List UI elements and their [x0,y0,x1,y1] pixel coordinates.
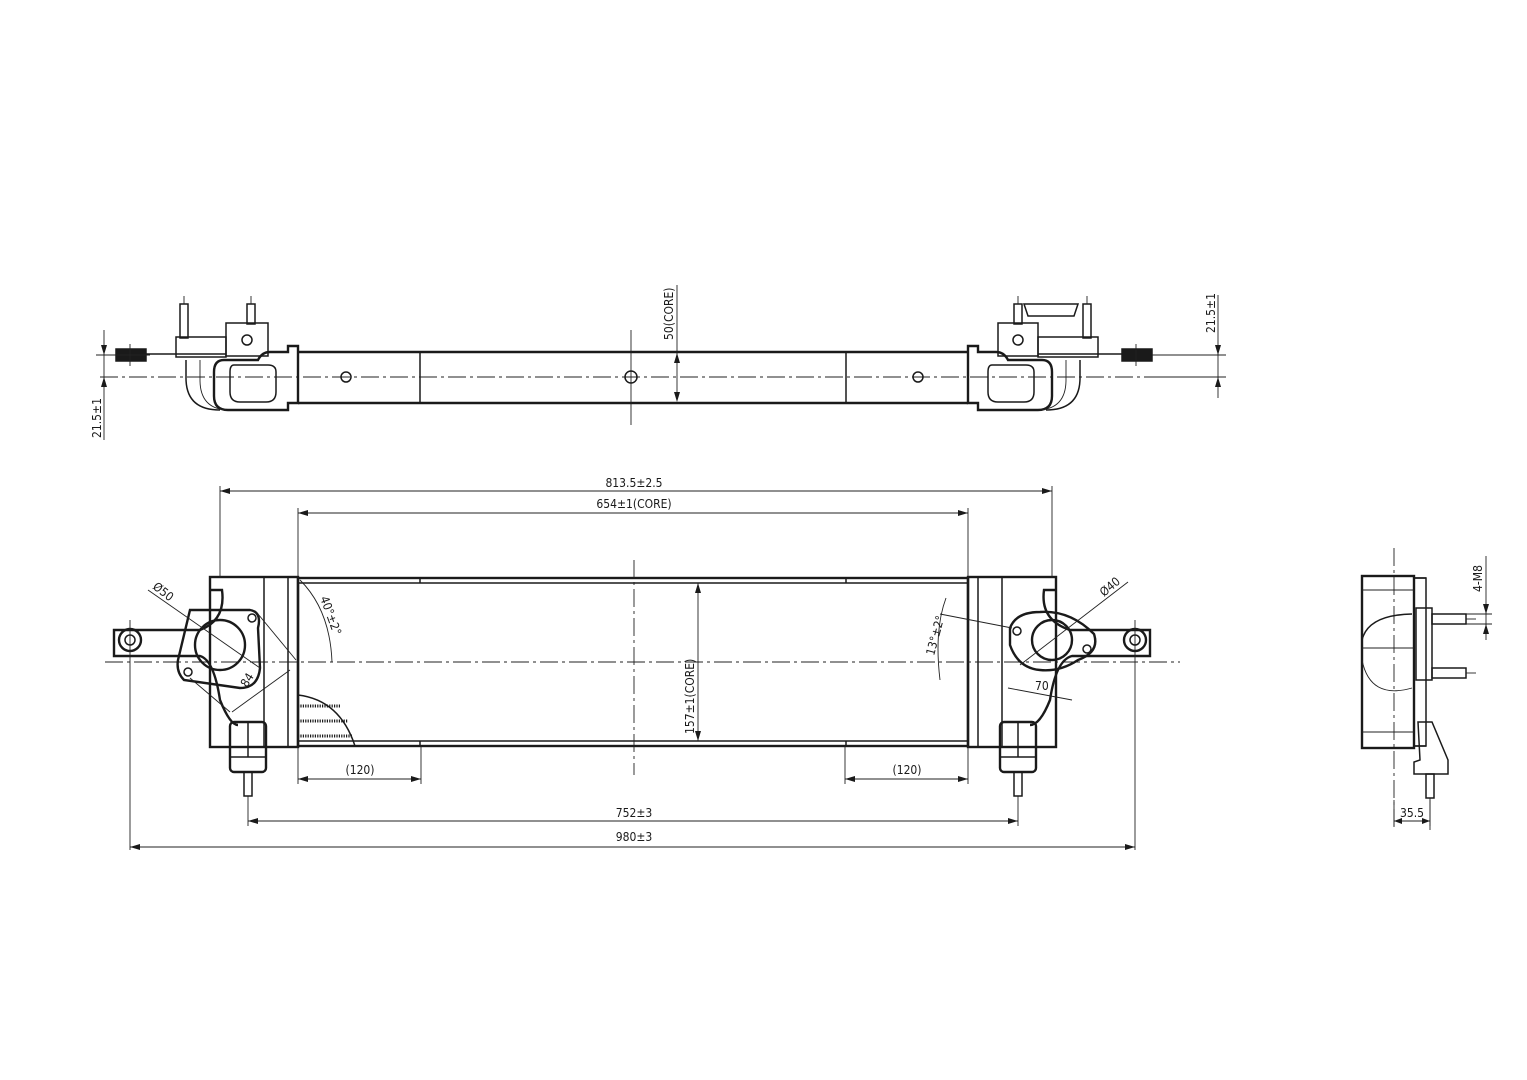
side-view: 4-M8 35.5 [1360,548,1492,830]
dim-top-right-offset: 21.5±1 [1204,293,1218,333]
dim-top-left-offset: 21.5±1 [90,398,104,438]
dim-outlet-angle: 13°±2° [923,614,947,657]
front-view: Ø50 84 40°±2° Ø40 70 13°±2° [105,476,1180,850]
dim-inlet-angle: 40°±2° [317,594,344,637]
dim-overall-tank-width: 813.5±2.5 [605,476,662,490]
dim-right-segment: (120) [892,763,921,777]
dim-outlet-flange-span: 70 [1035,679,1049,693]
top-view: 21.5±1 21.5±1 50(CORE) [90,285,1226,440]
dim-left-segment: (120) [345,763,374,777]
dim-outlet-diameter: Ø40 [1097,574,1123,599]
dim-core-thickness: 50(CORE) [662,287,676,340]
dim-inlet-flange-span: 84 [238,670,257,689]
dim-core-width: 654±1(CORE) [596,497,671,511]
dim-mount-span: 752±3 [616,806,653,820]
dim-overall-length: 980±3 [616,830,653,844]
dim-thread-spec: 4-M8 [1471,565,1485,592]
dim-inlet-diameter: Ø50 [150,579,176,604]
dim-side-depth: 35.5 [1400,806,1424,820]
dim-core-height: 157±1(CORE) [683,659,697,734]
